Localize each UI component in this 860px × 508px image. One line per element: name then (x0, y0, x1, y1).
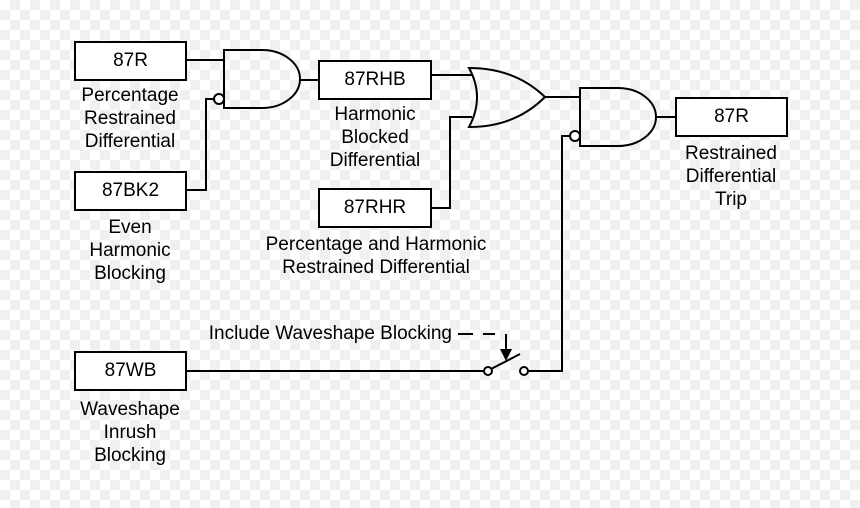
block-87r-input: 87R (74, 41, 187, 81)
switch-actuator-arrow (500, 349, 512, 361)
label-line: Percentage (81, 85, 179, 106)
label-line: Trip (714, 189, 748, 210)
label-include-waveshape-blocking: Include Waveshape Blocking (208, 323, 452, 344)
wire-switch-to-and2 (528, 135, 570, 372)
block-87rhb: 87RHB (318, 60, 432, 100)
label-line: Blocking (94, 445, 166, 466)
label-line: Differential (84, 131, 176, 152)
or-gate (467, 66, 547, 129)
block-87rhr: 87RHR (318, 188, 432, 228)
switch-contact-left (483, 366, 493, 376)
label-line: Harmonic (89, 240, 171, 261)
label-line: Differential (685, 166, 777, 187)
label-percentage-harmonic-restrained-differential: Percentage and Harmonic Restrained Diffe… (240, 233, 512, 279)
block-87bk2: 87BK2 (74, 171, 187, 211)
switch-arm (490, 353, 521, 370)
label-waveshape-inrush-blocking: Waveshape Inrush Blocking (60, 398, 200, 467)
label-line: Restrained Differential (282, 257, 470, 278)
label-line: Restrained (84, 108, 176, 129)
label-line: Harmonic (334, 104, 416, 125)
label-harmonic-blocked-differential: Harmonic Blocked Differential (305, 103, 445, 172)
label-line: Blocked (341, 127, 409, 148)
label-line: Restrained (685, 143, 777, 164)
label-even-harmonic-blocking: Even Harmonic Blocking (60, 216, 200, 285)
inverter-bubble-2 (569, 130, 581, 142)
label-line: Blocking (94, 263, 166, 284)
wire-87rhr-to-or (432, 116, 472, 209)
label-restrained-differential-trip: Restrained Differential Trip (661, 142, 801, 211)
switch-contact-right (519, 366, 529, 376)
label-percentage-restrained-differential: Percentage Restrained Differential (60, 84, 200, 153)
label-line: Percentage and Harmonic (265, 234, 487, 255)
and-gate-2 (579, 87, 657, 147)
and-gate-1 (223, 49, 301, 109)
label-line: Inrush (103, 422, 157, 443)
inverter-bubble-1 (213, 93, 225, 105)
label-line: Waveshape (80, 399, 180, 420)
label-line: Even (108, 217, 152, 238)
label-line: Differential (329, 150, 421, 171)
wire-87bk2-to-and1 (187, 98, 214, 191)
block-87r-trip: 87R (675, 97, 788, 137)
block-87wb: 87WB (74, 351, 187, 391)
